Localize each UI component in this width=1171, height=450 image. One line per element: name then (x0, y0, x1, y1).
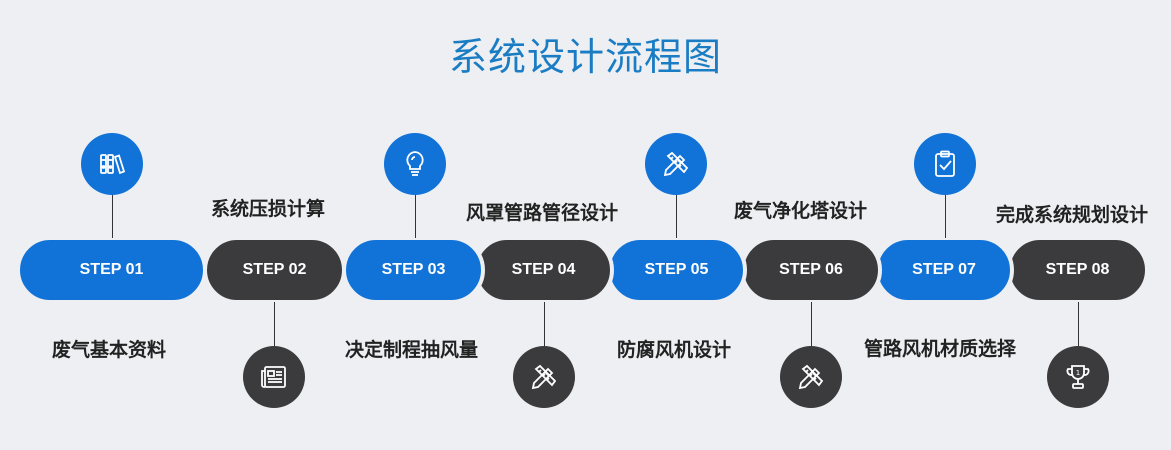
step-label-4: 风罩管路管径设计 (466, 202, 619, 224)
clipboard-check-icon (935, 150, 955, 177)
step-icon-circle-3 (384, 133, 446, 195)
step-number-7: STEP 07 (912, 261, 976, 278)
trophy-icon: 1 (1066, 365, 1090, 389)
connector-line (1078, 302, 1079, 346)
step-icon-circle-6 (780, 346, 842, 408)
connector-line (415, 195, 416, 238)
step-number-6: STEP 06 (779, 261, 843, 278)
connector-line (544, 302, 545, 346)
step-icon-circle-4 (513, 346, 575, 408)
step-label-8: 完成系统规划设计 (996, 204, 1149, 226)
connector-line (945, 195, 946, 238)
step-number-2: STEP 02 (242, 261, 307, 278)
design-tools-icon (663, 151, 689, 177)
step-label-6: 废气净化塔设计 (734, 200, 868, 222)
newspaper-icon (261, 366, 286, 388)
step-label-5: 防腐风机设计 (617, 339, 732, 361)
svg-text:1: 1 (1076, 369, 1080, 377)
step-icon-circle-2 (243, 346, 305, 408)
step-icon-circle-5 (645, 133, 707, 195)
design-tools-icon (531, 364, 557, 390)
step-label-1: 废气基本资料 (52, 339, 167, 361)
step-number-5: STEP 05 (644, 261, 709, 278)
step-icon-circle-7 (914, 133, 976, 195)
step-icon-circle-1 (81, 133, 143, 195)
step-number-8: STEP 08 (1045, 261, 1110, 278)
design-tools-icon (798, 364, 824, 390)
step-number-1: STEP 01 (79, 261, 144, 278)
step-icon-circle-8: 1 (1047, 346, 1109, 408)
step-label-3: 决定制程抽风量 (345, 339, 479, 361)
connector-line (811, 302, 812, 346)
step-label-7: 管路风机材质选择 (864, 338, 1017, 360)
step-number-4: STEP 04 (511, 261, 576, 278)
binders-icon (100, 154, 126, 175)
connector-line (676, 195, 677, 238)
step-number-3: STEP 03 (381, 261, 446, 278)
page-title: 系统设计流程图 (448, 35, 722, 79)
step-label-2: 系统压损计算 (211, 198, 326, 220)
connector-line (112, 195, 113, 238)
lightbulb-icon (406, 151, 424, 176)
step-pill-1 (16, 236, 207, 304)
connector-line (274, 302, 275, 346)
